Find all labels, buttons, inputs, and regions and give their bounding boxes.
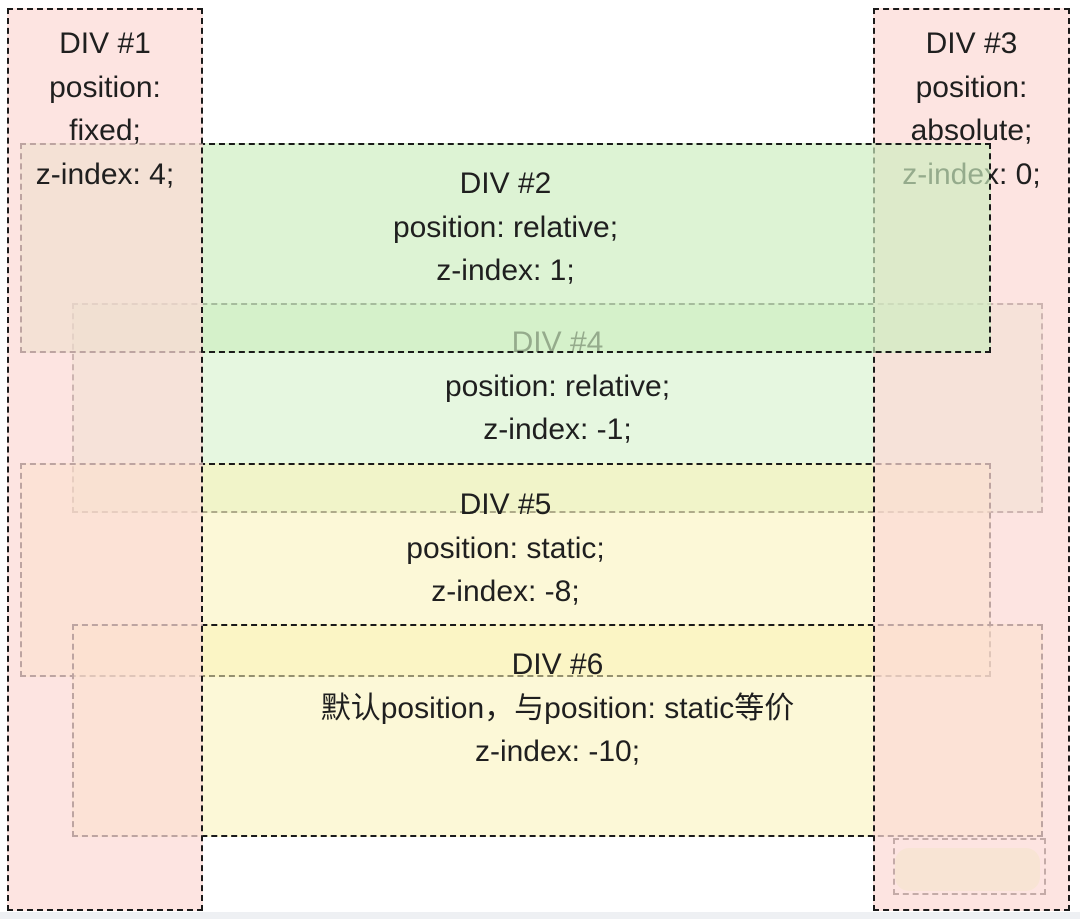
div1-position-line: position: bbox=[49, 70, 161, 104]
div2-zindex-line: z-index: 1; bbox=[436, 254, 575, 287]
highlight-pill bbox=[895, 848, 1040, 891]
div6-zindex-line: z-index: -10; bbox=[474, 735, 641, 768]
div2-position-line: position: relative; bbox=[392, 210, 619, 244]
div3-position-value-line: absolute; bbox=[910, 114, 1033, 147]
div4-zindex-line: z-index: -1; bbox=[483, 413, 632, 446]
bottom-edge-bar bbox=[0, 912, 1080, 919]
div1-zindex-line: z-index: 4; bbox=[35, 157, 175, 191]
div5-title: DIV #5 bbox=[459, 488, 552, 521]
div3-title: DIV #3 bbox=[925, 27, 1018, 60]
div2-title: DIV #2 bbox=[459, 167, 552, 200]
div1-fixed-box: DIV #1 position: fixed; z-index: 4; bbox=[7, 8, 203, 911]
div6-position-line: 默认position，与position: static等价 bbox=[320, 691, 795, 725]
div4-position-line: position: relative; bbox=[444, 369, 671, 403]
div3-absolute-box: DIV #3 position: absolute; z-index: 0; bbox=[873, 8, 1070, 911]
div1-position-value-line: fixed; bbox=[69, 114, 141, 147]
div5-zindex-line: z-index: -8; bbox=[431, 575, 580, 608]
div6-title: DIV #6 bbox=[511, 648, 604, 681]
div1-title: DIV #1 bbox=[59, 27, 151, 60]
div3-position-line: position: bbox=[915, 70, 1028, 104]
div5-position-line: position: static; bbox=[406, 531, 605, 565]
